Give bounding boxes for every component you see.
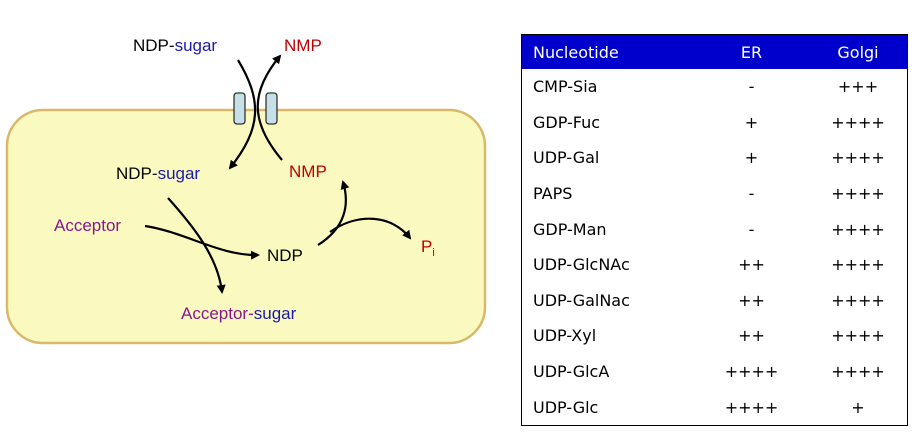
- golgi-compartment: [5, 108, 487, 345]
- er-cell: -: [748, 219, 755, 239]
- acceptor-to-ndp-arrow: [144, 224, 260, 260]
- er-cell: ++: [738, 255, 765, 275]
- nucleotide-cell: UDP-Xyl: [533, 326, 597, 346]
- table-row: GDP-Fuc+++++: [522, 105, 908, 141]
- table-row: UDP-Glc+++++: [522, 389, 908, 425]
- diagram-graphics: [5, 54, 487, 345]
- table-row: GDP-Man - ++++: [522, 211, 908, 247]
- er-cell: -: [748, 77, 755, 97]
- acceptor-label: Acceptor: [54, 216, 122, 235]
- outside-ndp-sugar-label: NDP-sugar: [133, 36, 218, 55]
- golgi-cell: ++++: [831, 219, 885, 239]
- pi-label: Pi: [421, 237, 435, 259]
- table-row: UDP-Gal+++++: [522, 140, 908, 176]
- nucleotide-cell: CMP-Sia: [533, 77, 598, 97]
- transporter-channel-icon: [233, 92, 246, 125]
- inside-nmp-label: NMP: [289, 162, 327, 181]
- golgi-cell: ++++: [831, 326, 885, 346]
- header-nucleotide: Nucleotide: [521, 34, 694, 69]
- golgi-cell: ++++: [831, 184, 885, 204]
- nucleotide-cell: UDP-GalNac: [533, 290, 630, 310]
- acceptor-sugar-label: Acceptor-sugar: [181, 304, 297, 323]
- nucleotide-cell: GDP-Fuc: [533, 112, 601, 132]
- table-row: UDP-GlcNAc++++++: [522, 247, 908, 283]
- table-row: UDP-GlcA ++++ ++++: [522, 354, 908, 390]
- golgi-cell: ++++: [831, 148, 885, 168]
- er-cell: ++: [738, 326, 765, 346]
- transporter-channel-icon: [265, 92, 278, 125]
- nmp-export-arrow: [256, 54, 283, 161]
- golgi-cell: ++++: [831, 362, 885, 382]
- golgi-cell: ++++: [831, 290, 885, 310]
- ndp-to-nmp-arrow: [317, 180, 350, 246]
- golgi-cell: +++: [837, 77, 879, 97]
- table-row: CMP-Sia - +++: [522, 69, 908, 105]
- outside-nmp-label: NMP: [284, 36, 322, 55]
- er-cell: ++: [738, 290, 765, 310]
- nucleotide-cell: UDP-GlcA: [533, 362, 610, 382]
- table-row: UDP-Xyl++++++: [522, 318, 908, 354]
- golgi-cell: ++++: [831, 255, 885, 275]
- nucleotide-cell: GDP-Man: [533, 219, 607, 239]
- nucleotide-cell: UDP-GlcNAc: [533, 255, 630, 275]
- transport-diagram: NDP-sugar NMP NDP-sugar NMP Acceptor NDP…: [5, 36, 487, 345]
- nucleotide-cell: UDP-Gal: [533, 148, 600, 168]
- nucleotide-table: Nucleotide ER Golgi CMP-Sia-+++ GDP-Fuc+…: [521, 34, 908, 426]
- ndp-label: NDP: [267, 246, 303, 265]
- er-cell: ++++: [724, 397, 779, 417]
- header-golgi: Golgi: [809, 34, 908, 69]
- nucleotide-cell: UDP-Glc: [533, 397, 599, 417]
- er-cell: ++++: [724, 362, 779, 382]
- header-er: ER: [694, 34, 809, 69]
- nucleotide-cell: PAPS: [533, 184, 573, 204]
- golgi-cell: ++++: [831, 112, 885, 132]
- er-cell: -: [748, 184, 755, 204]
- table-row: UDP-GalNac++++++: [522, 283, 908, 319]
- golgi-cell: +: [851, 397, 865, 417]
- table-row: PAPS - ++++: [522, 176, 908, 212]
- ndp-sugar-import-arrow: [228, 59, 257, 170]
- er-cell: +: [744, 112, 759, 132]
- er-cell: +: [744, 148, 759, 168]
- table-header-row: Nucleotide ER Golgi: [521, 34, 908, 69]
- inside-ndp-sugar-label: NDP-sugar: [116, 164, 201, 183]
- ndp-to-pi-arrow: [329, 217, 412, 240]
